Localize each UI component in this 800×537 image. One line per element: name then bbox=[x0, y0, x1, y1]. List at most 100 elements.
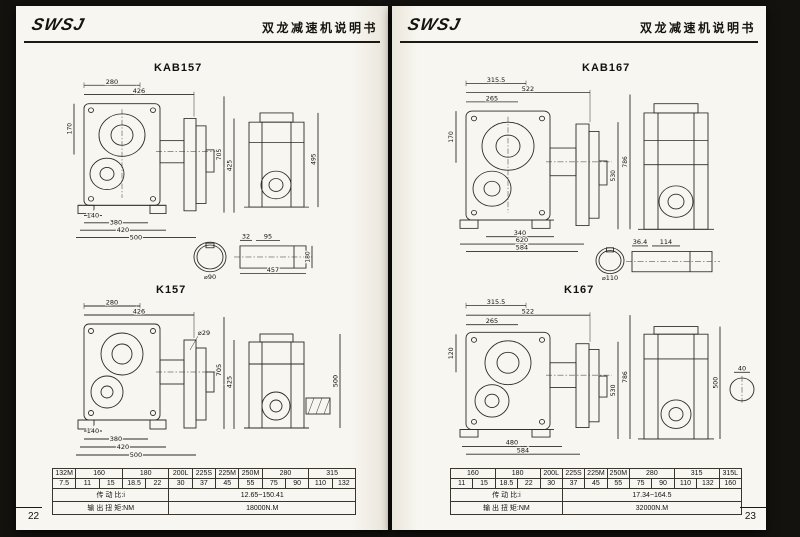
dim-label: 280 bbox=[106, 299, 118, 307]
dim-label: 500 bbox=[130, 235, 142, 242]
power-cell: 11 bbox=[449, 478, 474, 489]
size-cell: 280 bbox=[261, 468, 310, 479]
dim-label: 530 bbox=[610, 170, 617, 181]
size-cell: 315 bbox=[308, 468, 356, 479]
power-cell: 55 bbox=[238, 478, 263, 489]
power-cell: 37 bbox=[561, 478, 586, 489]
kab167-front-view: 315.5 522 265 170 530 786 340 620 584 bbox=[447, 76, 631, 253]
ratio-value: 12.65~150.41 bbox=[168, 488, 356, 502]
footer-rule bbox=[16, 507, 42, 508]
dim-label: 340 bbox=[514, 230, 526, 237]
size-cell: 225M bbox=[584, 468, 608, 479]
dim-label: 480 bbox=[506, 440, 518, 447]
dim-label: 180 bbox=[304, 251, 311, 262]
k157-drawing: 280 426 ⌀29 705 425 140 380 420 500 500 bbox=[76, 298, 341, 460]
spec-table-right: 160 180 200L 225S 225M 250M 280 315 315L… bbox=[449, 468, 743, 515]
torque-label: 输 出 扭 矩:NM bbox=[51, 501, 170, 515]
dim-label: 522 bbox=[522, 86, 534, 93]
kab167-side-view bbox=[638, 103, 714, 230]
header-rule bbox=[400, 41, 758, 43]
torque-row: 输 出 扭 矩:NM 32000N.M bbox=[450, 501, 743, 515]
power-cell: 15 bbox=[98, 478, 123, 489]
power-cell: 75 bbox=[628, 478, 653, 489]
power-cell: 75 bbox=[261, 478, 286, 489]
dim-label: 457 bbox=[267, 267, 279, 274]
ratio-label: 传 动 比:i bbox=[450, 488, 563, 502]
size-cell: 250M bbox=[606, 468, 631, 479]
dim-label: ⌀90 bbox=[204, 274, 216, 281]
page-number: 22 bbox=[28, 511, 40, 522]
dim-label: 620 bbox=[516, 237, 528, 244]
ratio-row: 传 动 比:i 12.65~150.41 bbox=[51, 488, 356, 502]
dim-label: 140 bbox=[87, 212, 99, 219]
size-cell: 180 bbox=[494, 468, 541, 479]
header-title: 双龙减速机说明书 bbox=[639, 21, 756, 35]
size-cell: 132M bbox=[51, 468, 77, 479]
drawing-title-k157: K157 bbox=[156, 284, 187, 296]
power-cell: 45 bbox=[215, 478, 240, 489]
size-cell: 280 bbox=[629, 468, 675, 479]
page-number: 23 bbox=[744, 511, 756, 522]
size-cell: 315 bbox=[673, 468, 720, 479]
brand-logo: SWSJ bbox=[405, 15, 463, 34]
size-cell: 225S bbox=[561, 468, 586, 479]
kab157-front-view: 280 426 170 705 425 140 380 420 500 bbox=[65, 78, 235, 243]
dim-label: 786 bbox=[622, 156, 629, 167]
drawing-title-kab167: KAB167 bbox=[582, 62, 631, 74]
power-cell: 90 bbox=[651, 478, 675, 489]
dim-label: 522 bbox=[522, 309, 534, 316]
size-cell: 160 bbox=[75, 468, 123, 479]
size-row: 132M 160 180 200L 225S 225M 250M 280 315 bbox=[51, 468, 356, 479]
dim-label: 425 bbox=[226, 160, 233, 171]
power-cell: 132 bbox=[331, 478, 357, 489]
brand-logo: SWSJ bbox=[29, 15, 87, 34]
dim-label: 265 bbox=[486, 318, 498, 325]
power-cell: 45 bbox=[584, 478, 608, 489]
dim-label: 425 bbox=[226, 376, 234, 388]
dim-label: ⌀110 bbox=[602, 275, 618, 281]
power-cell: 37 bbox=[191, 478, 217, 489]
drawing-title-k167: K167 bbox=[564, 284, 595, 296]
power-cell: 110 bbox=[673, 478, 698, 489]
k167-shaft-end-detail: 40 bbox=[729, 364, 755, 403]
spec-table-left: 132M 160 180 200L 225S 225M 250M 280 315… bbox=[51, 468, 357, 515]
kab157-drawing: 280 426 170 705 425 140 380 420 500 495 bbox=[65, 78, 319, 281]
dim-label: ⌀29 bbox=[198, 329, 210, 337]
size-cell: 225S bbox=[191, 468, 217, 479]
dim-label: 705 bbox=[216, 149, 223, 160]
k167-side-view: 500 bbox=[638, 326, 721, 440]
page-22: SWSJ 双龙减速机说明书 KAB157 bbox=[16, 6, 388, 530]
power-cell: 55 bbox=[606, 478, 631, 489]
dim-label: 786 bbox=[622, 371, 629, 383]
drawing-title-kab157: KAB157 bbox=[154, 62, 203, 74]
size-cell: 160 bbox=[450, 468, 496, 479]
dim-label: 114 bbox=[660, 239, 672, 246]
power-cell: 160 bbox=[718, 478, 742, 489]
dim-label: 495 bbox=[310, 153, 317, 164]
kab157-shaft-detail: 32 95 457 180 ⌀90 bbox=[193, 233, 314, 281]
dim-label: 170 bbox=[448, 131, 455, 142]
power-cell: 11 bbox=[75, 478, 100, 489]
size-row: 160 180 200L 225S 225M 250M 280 315 315L bbox=[450, 468, 742, 479]
k157-side-view: 500 bbox=[244, 333, 341, 429]
dim-label: 120 bbox=[448, 347, 455, 359]
power-cell: 110 bbox=[308, 478, 333, 489]
k167-front-view: 315.5 522 265 120 530 786 480 584 bbox=[447, 298, 631, 455]
size-cell: 250M bbox=[238, 468, 263, 479]
dim-label: 170 bbox=[66, 123, 73, 134]
power-cell: 30 bbox=[539, 478, 563, 489]
dim-label: 36.4 bbox=[633, 239, 647, 246]
torque-row: 输 出 扭 矩:NM 18000N.M bbox=[51, 501, 356, 515]
header-rule bbox=[24, 41, 380, 43]
power-cell: 18.5 bbox=[121, 478, 147, 489]
dim-label: 500 bbox=[130, 451, 142, 459]
kab157-side-view: 495 bbox=[244, 112, 319, 208]
torque-value: 18000N.M bbox=[168, 501, 356, 515]
ratio-value: 17.34~164.5 bbox=[561, 488, 743, 502]
page-23: SWSJ 双龙减速机说明书 KAB167 bbox=[392, 6, 766, 530]
dim-label: 380 bbox=[110, 435, 122, 443]
dim-label: 584 bbox=[516, 245, 528, 252]
power-cell: 22 bbox=[145, 478, 170, 489]
dim-label: 315.5 bbox=[487, 299, 506, 306]
